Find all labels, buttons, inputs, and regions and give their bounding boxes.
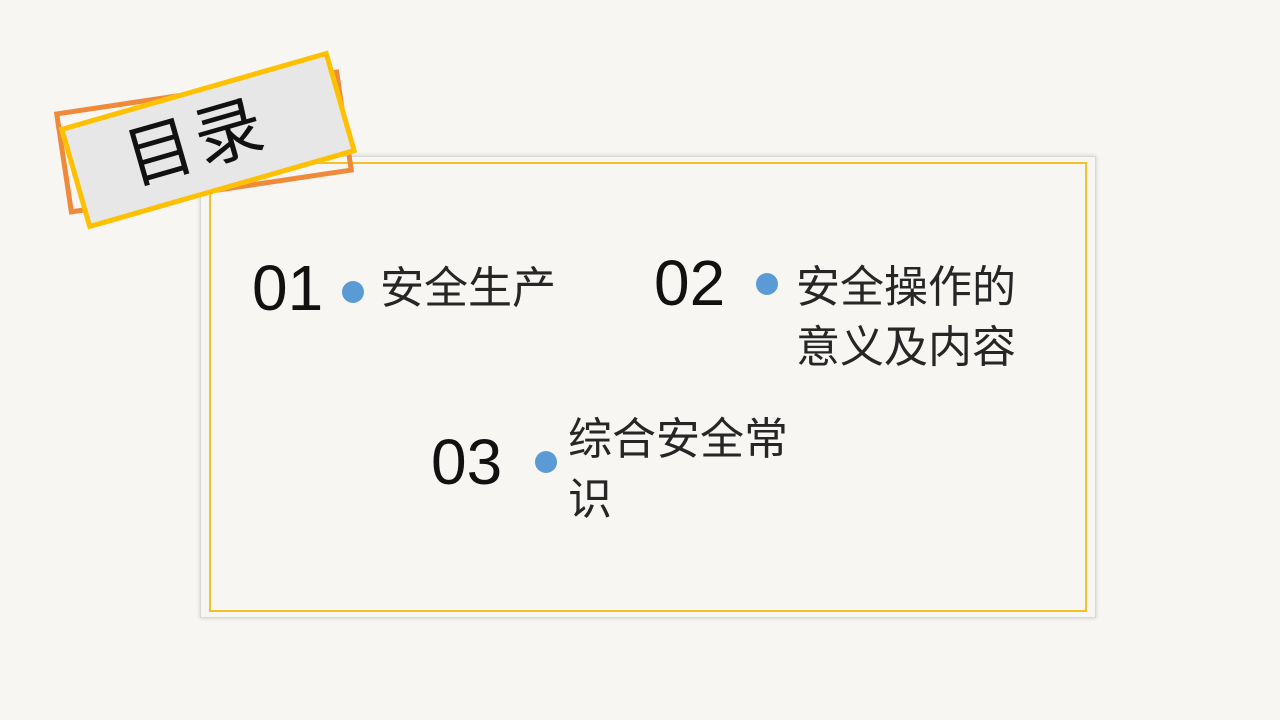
bullet-dot-icon bbox=[535, 451, 557, 473]
toc-item-number: 03 bbox=[431, 426, 503, 498]
content-frame bbox=[200, 156, 1096, 618]
content-inner-border bbox=[209, 162, 1087, 612]
toc-item-label: 综合安全常识 bbox=[568, 414, 788, 525]
page-title: 目录 bbox=[116, 85, 277, 201]
bullet-dot-icon bbox=[756, 273, 778, 295]
bullet-dot-icon bbox=[342, 281, 364, 303]
toc-item-label: 安全生产 bbox=[380, 263, 556, 314]
toc-item-label: 安全操作的意义及内容 bbox=[796, 262, 1016, 373]
toc-item-number: 02 bbox=[654, 247, 726, 319]
toc-item-number: 01 bbox=[252, 252, 324, 324]
